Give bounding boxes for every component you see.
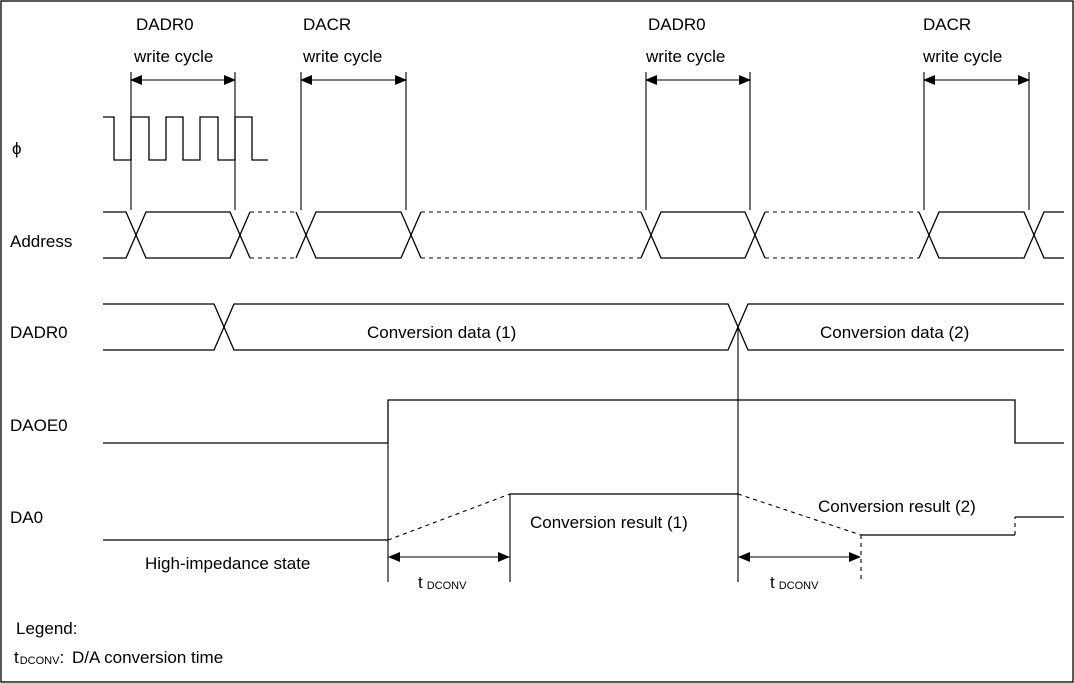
cycle-1-label-line2: write cycle — [133, 47, 213, 66]
cycle-1-label-line1: DADR0 — [136, 15, 194, 34]
phi-clock-waveform — [103, 116, 268, 161]
cycle-boundaries — [130, 72, 1030, 210]
da0-waveform — [103, 443, 1064, 582]
cycle-2-label-line1: DACR — [303, 15, 351, 34]
conversion-data-2-label: Conversion data (2) — [820, 323, 969, 342]
cycle-4-label-line2: write cycle — [922, 47, 1002, 66]
legend-symbol: tDCONV: — [14, 648, 64, 667]
signal-dadr0-label: DADR0 — [10, 323, 68, 342]
dadr0-waveform — [103, 303, 1064, 351]
conversion-data-1-label: Conversion data (1) — [367, 323, 516, 342]
legend-title: Legend: — [16, 619, 77, 638]
conversion-result-2-label: Conversion result (2) — [818, 497, 976, 516]
signal-daoe0-label: DAOE0 — [10, 416, 68, 435]
legend-description: D/A conversion time — [72, 648, 223, 667]
signal-da0-label: DA0 — [10, 508, 43, 527]
address-bus-waveform — [103, 211, 1064, 259]
cycle-3-label-line1: DADR0 — [648, 15, 706, 34]
signal-phi-label: ϕ — [12, 139, 22, 158]
cycle-3-label-line2: write cycle — [645, 47, 725, 66]
signal-address-label: Address — [10, 232, 72, 251]
conversion-result-1-label: Conversion result (1) — [530, 513, 688, 532]
daoe0-waveform — [103, 399, 1064, 444]
high-impedance-label: High-impedance state — [145, 554, 310, 573]
cycle-2-label-line2: write cycle — [302, 47, 382, 66]
cycle-4-label-line1: DACR — [923, 15, 971, 34]
